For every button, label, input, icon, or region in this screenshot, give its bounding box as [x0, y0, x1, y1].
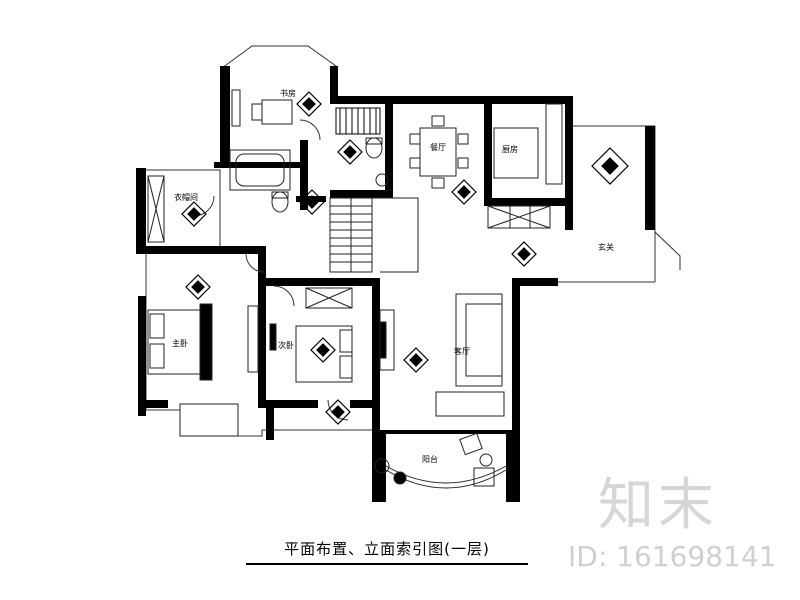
sofa	[379, 293, 505, 417]
index-marker	[310, 337, 336, 363]
room-label-balcony: 阳台	[422, 454, 438, 464]
index-marker	[337, 139, 363, 165]
walls	[136, 66, 655, 502]
bathtub	[229, 149, 291, 191]
room-label-master: 主卧	[172, 338, 188, 348]
drawing-title: 平面布置、立面索引图(一层)	[284, 540, 490, 558]
index-marker	[325, 399, 351, 425]
room-label-living: 客厅	[454, 346, 470, 356]
outer-outline	[137, 45, 656, 437]
index-marker	[181, 201, 207, 227]
kitchen-counter	[487, 103, 563, 229]
dining-table	[409, 115, 469, 189]
room-label-study: 书房	[280, 88, 296, 98]
stairs	[329, 197, 419, 273]
index-marker	[511, 241, 537, 267]
index-marker	[296, 91, 322, 117]
index-marker	[299, 189, 325, 215]
watermark-logo: 知末	[598, 473, 718, 538]
index-marker	[403, 347, 429, 373]
study-desk	[231, 89, 293, 127]
beds	[147, 303, 353, 383]
index-marker	[451, 179, 477, 205]
room-label-bedroom: 次卧	[278, 340, 294, 350]
balcony	[179, 403, 507, 489]
index-marker	[591, 147, 629, 185]
room-labels: 书房 餐厅 厨房 玄关 客厅 主卧 次卧 衣帽间 阳台	[172, 88, 614, 464]
wardrobe	[147, 175, 353, 309]
toilets	[271, 137, 389, 213]
room-label-dining: 餐厅	[430, 143, 446, 152]
title-underline	[246, 563, 528, 565]
watermark-id: ID: 161698141	[568, 540, 777, 573]
room-label-entrance: 玄关	[598, 242, 614, 252]
index-marker	[185, 274, 211, 300]
kitchen-hatch	[335, 107, 381, 135]
room-label-kitchen: 厨房	[502, 144, 518, 154]
room-label-cloak: 衣帽间	[174, 192, 198, 202]
index-markers	[181, 91, 629, 425]
